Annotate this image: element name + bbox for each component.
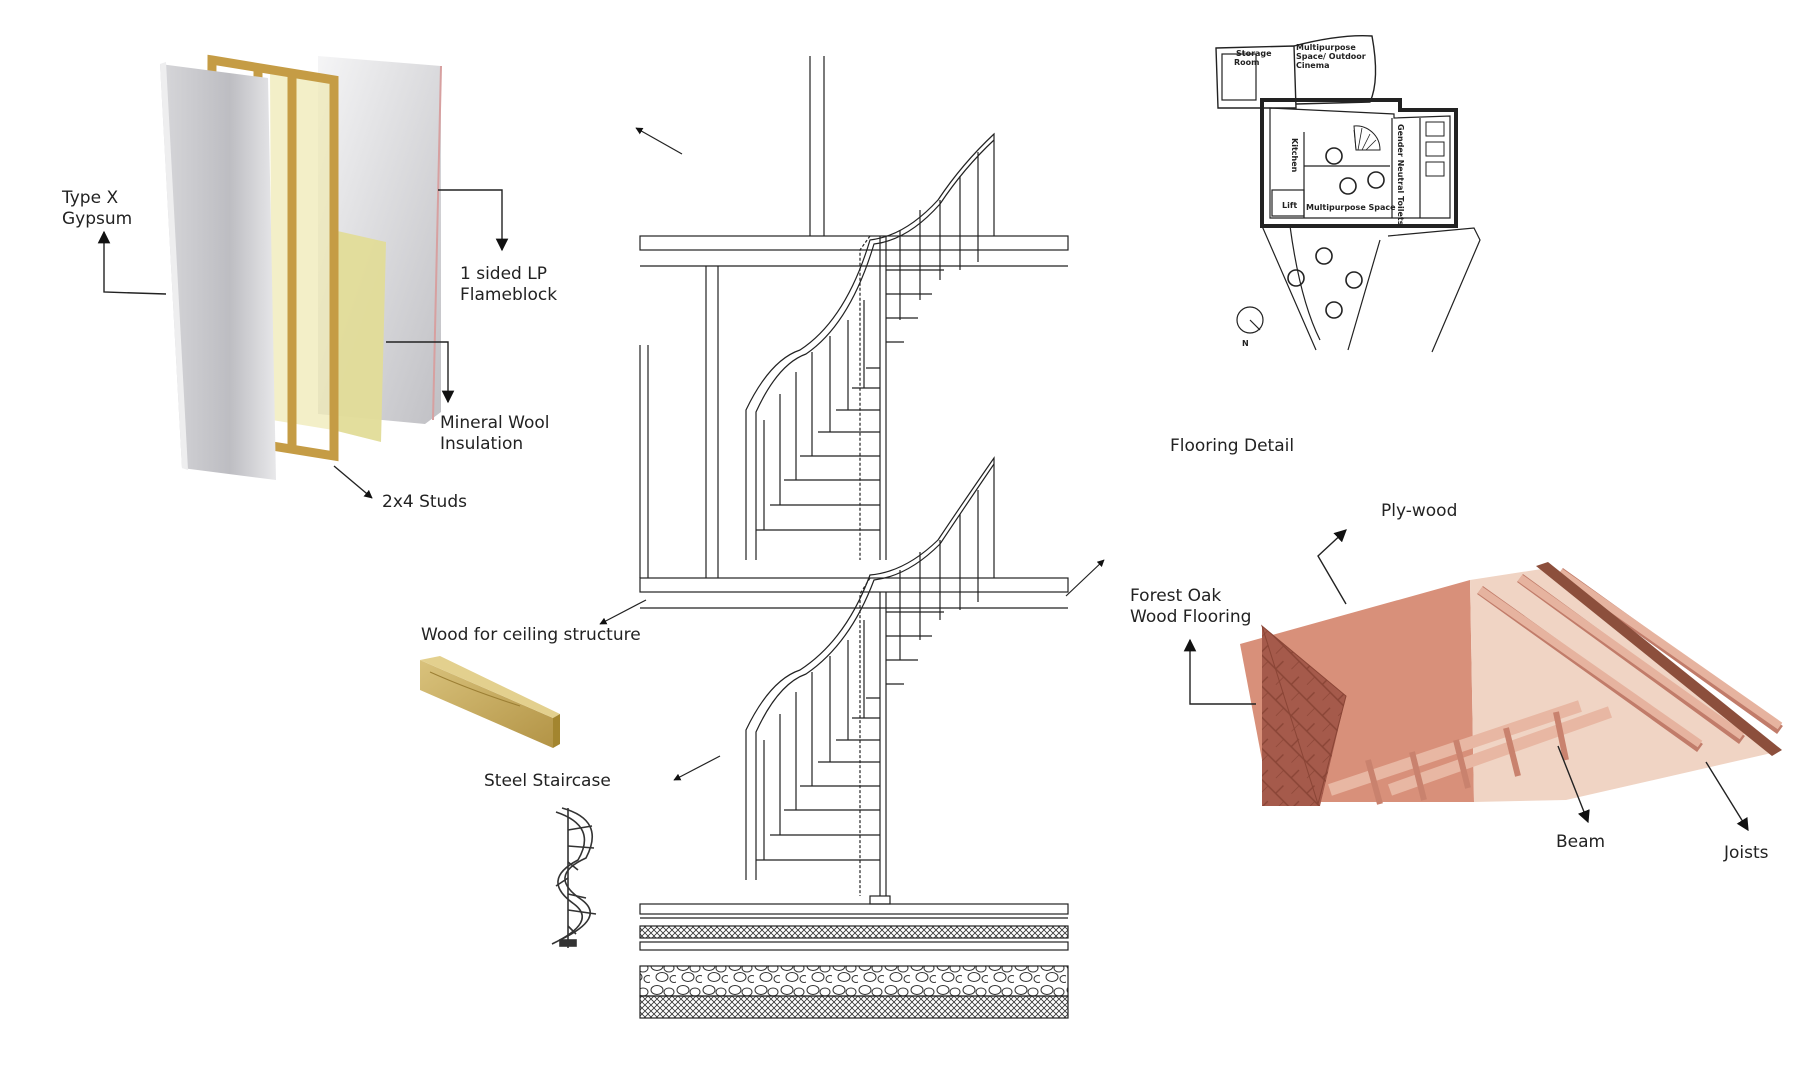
stair-flight-lower	[745, 456, 995, 896]
stair-section-drawing	[599, 56, 1105, 1019]
gypsum-board	[160, 64, 276, 480]
mineral-wool-batt	[333, 230, 386, 442]
staircase-label: Steel Staircase	[484, 771, 611, 791]
stair-flight-upper	[745, 132, 995, 560]
flooring-detail-title: Flooring Detail	[1170, 436, 1294, 456]
table-markers	[1287, 147, 1385, 319]
joists-label: Joists	[1723, 843, 1769, 863]
plywood-label: Ply-wood	[1381, 501, 1457, 521]
spiral-staircase-icon	[551, 807, 597, 948]
ceiling-wood-label: Wood for ceiling structure	[421, 625, 641, 645]
studs-label: 2x4 Studs	[382, 492, 467, 512]
svg-text:N: N	[1242, 339, 1249, 348]
svg-text:Lift: Lift	[1282, 201, 1297, 210]
svg-text:Gender Neutral Toilets: Gender Neutral Toilets	[1396, 124, 1405, 226]
beam-label: Beam	[1556, 832, 1605, 852]
timber-beam-illustration	[420, 656, 560, 748]
svg-text:Kitchen: Kitchen	[1290, 138, 1299, 173]
svg-text:Multipurpose Space: Multipurpose Space	[1306, 203, 1396, 212]
wall-assembly-illustration	[160, 54, 442, 480]
flooring-illustration	[1240, 562, 1783, 806]
